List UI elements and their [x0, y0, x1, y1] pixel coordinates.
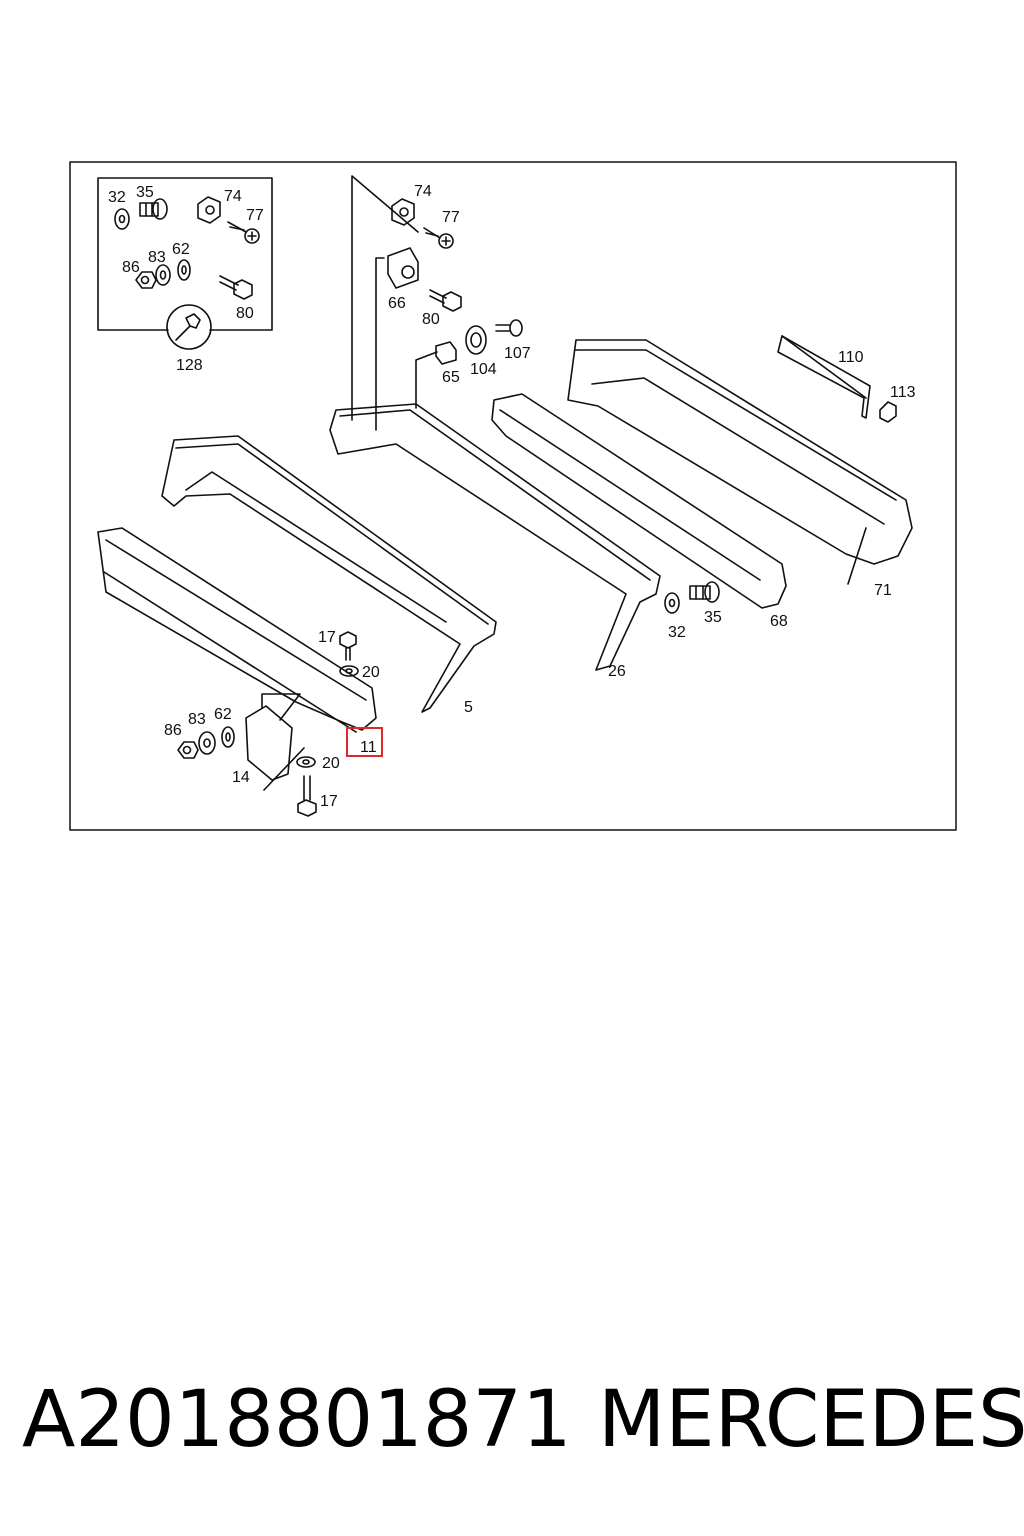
bumper-face [97, 527, 377, 733]
rivet-icon [495, 319, 523, 337]
grommet-icon [465, 325, 487, 355]
callout-104: 104 [470, 361, 497, 378]
bumper-carrier [161, 435, 497, 713]
part-number: A2018801871 [22, 1375, 572, 1465]
callout-20: 20 [322, 755, 340, 772]
bolt-icon [429, 289, 462, 312]
callout-107: 107 [504, 345, 531, 362]
callout-32: 32 [108, 189, 126, 206]
mounting-bracket [245, 693, 305, 791]
callout-74: 74 [414, 183, 432, 200]
bumper-cover [567, 339, 913, 585]
clip-icon [139, 198, 168, 220]
callout-35: 35 [704, 609, 722, 626]
callout-77: 77 [246, 207, 264, 224]
bolt-icon [297, 775, 317, 817]
trim-strip [777, 335, 871, 419]
washer-icon [296, 756, 316, 768]
highlight-box [346, 727, 383, 757]
callout-80: 80 [236, 305, 254, 322]
callout-74: 74 [224, 188, 242, 205]
clip-icon [879, 401, 897, 423]
leader-bracket [415, 351, 438, 409]
callout-113: 113 [890, 384, 916, 401]
bolt-icon [339, 631, 357, 661]
callout-83: 83 [148, 249, 166, 266]
callout-62: 62 [172, 241, 190, 258]
callout-86: 86 [122, 259, 140, 276]
energy-absorber [329, 403, 661, 671]
callout-35: 35 [136, 184, 154, 201]
leader-bracket [351, 175, 419, 421]
impact-strip [491, 393, 787, 609]
washer-icon [221, 726, 235, 748]
callout-66: 66 [388, 295, 406, 312]
diagram-border [69, 161, 957, 831]
footer-caption: A2018801871 MERCEDES [0, 1370, 1024, 1470]
washer-icon [155, 264, 171, 286]
callout-26: 26 [608, 663, 626, 680]
washer-icon [339, 665, 359, 677]
exploded-bumper-diagram: 32 35 74 77 86 83 62 80 128 74 77 66 80 … [69, 161, 957, 831]
callout-11: 11 [360, 739, 377, 756]
nut-icon [391, 198, 415, 226]
callout-77: 77 [442, 209, 460, 226]
nut-icon [197, 196, 221, 224]
washer-icon [664, 592, 680, 614]
callout-62: 62 [214, 706, 232, 723]
leader-bracket [375, 257, 385, 431]
hex-nut-icon [177, 741, 199, 759]
screw-icon [423, 227, 454, 249]
callout-14: 14 [232, 769, 250, 786]
callout-32: 32 [668, 624, 686, 641]
clip-icon [435, 341, 457, 365]
clip-nut-icon [387, 247, 419, 289]
bolt-icon [219, 275, 253, 300]
callout-71: 71 [874, 582, 892, 599]
callout-20: 20 [362, 664, 380, 681]
clip-icon [689, 581, 720, 603]
wrench-icon [166, 304, 212, 350]
callout-17: 17 [318, 629, 336, 646]
callout-110: 110 [838, 349, 864, 366]
callout-68: 68 [770, 613, 788, 630]
callout-128: 128 [176, 357, 203, 374]
callout-5: 5 [464, 699, 473, 716]
callout-80: 80 [422, 311, 440, 328]
parts-diagram: 32 35 74 77 86 83 62 80 128 74 77 66 80 … [69, 161, 957, 831]
callout-83: 83 [188, 711, 206, 728]
washer-icon [114, 208, 130, 230]
hardware-kit-box [97, 177, 273, 331]
callout-65: 65 [442, 369, 460, 386]
screw-icon [227, 221, 260, 244]
callout-17: 17 [320, 793, 338, 810]
brand-name: MERCEDES [598, 1375, 1024, 1465]
washer-icon [198, 731, 216, 755]
washer-icon [177, 259, 191, 281]
hex-nut-icon [135, 271, 157, 289]
callout-86: 86 [164, 722, 182, 739]
